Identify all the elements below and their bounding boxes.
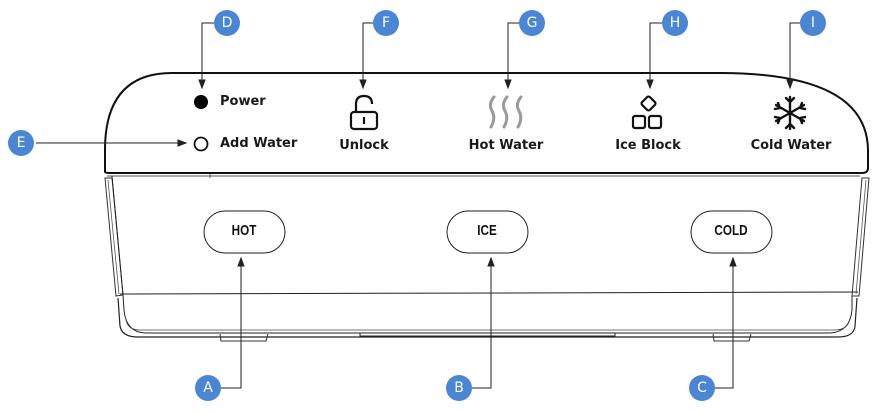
power-indicator-dot	[194, 95, 208, 109]
center-strip	[359, 332, 616, 337]
callout-c: C	[689, 375, 715, 401]
display-panel-outline	[104, 72, 869, 174]
leader-f	[362, 22, 376, 82]
leader-b	[472, 264, 492, 389]
power-label: Power	[220, 94, 266, 109]
foot-left	[219, 333, 269, 342]
cold-button-outline	[690, 210, 773, 254]
snowflake-icon	[773, 95, 807, 131]
callout-g: G	[519, 10, 545, 36]
cold-button[interactable]: COLD	[714, 222, 748, 239]
hot-water-label: Hot Water	[468, 138, 544, 153]
hot-button-outline	[203, 210, 286, 254]
leader-a	[221, 264, 242, 389]
callout-f: F	[373, 10, 399, 36]
foot-right	[712, 333, 752, 342]
leader-d	[201, 22, 217, 82]
callout-b: B	[446, 375, 472, 401]
leader-g	[507, 22, 522, 82]
callout-d: D	[214, 10, 240, 36]
unlock-label: Unlock	[339, 138, 389, 153]
ice-block-label: Ice Block	[615, 138, 681, 153]
cold-water-label: Cold Water	[750, 138, 832, 153]
unlock-icon	[349, 94, 379, 131]
steam-icon	[488, 95, 523, 129]
leader-h	[649, 22, 664, 82]
ice-cube-icon	[631, 95, 663, 130]
add-water-label: Add Water	[220, 136, 298, 151]
callout-a: A	[195, 375, 221, 401]
body-right-edge	[851, 177, 870, 297]
hot-button[interactable]: HOT	[231, 222, 257, 239]
callout-e: E	[8, 130, 34, 156]
callout-h: H	[662, 10, 688, 36]
add-water-indicator-dot	[193, 136, 209, 152]
ice-button[interactable]: ICE	[477, 222, 497, 239]
callout-i: I	[800, 10, 826, 36]
ice-button-outline	[446, 210, 529, 254]
leader-c	[715, 264, 734, 389]
